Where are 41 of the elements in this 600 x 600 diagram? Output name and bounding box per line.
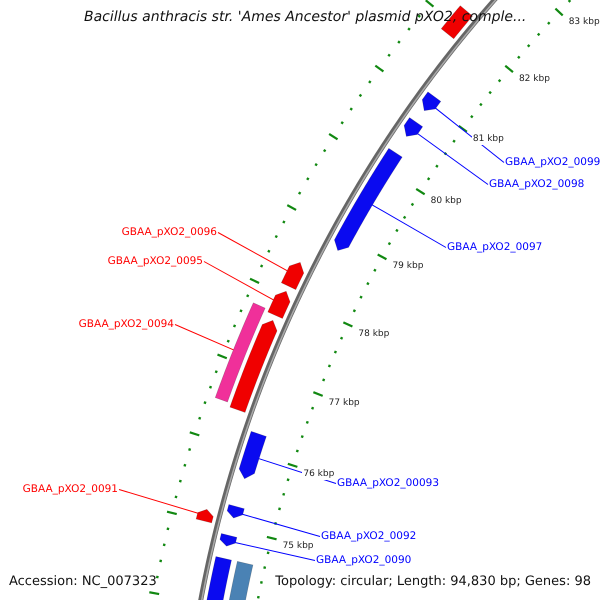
leader-line [118,489,198,514]
tick-label: 83 kbp [568,17,600,28]
gene-feature [196,508,214,524]
gene-label: GBAA_pXO2_0095 [108,255,203,268]
leader-line [372,204,446,248]
tick-label: 81 kbp [472,134,505,145]
leader-line [242,514,320,537]
gene-feature [267,290,290,319]
leader-line [435,108,504,163]
gene-label: GBAA_pXO2_0091 [22,483,118,496]
gene-feature [238,430,267,480]
tick-label: 77 kbp [328,398,361,409]
gene-feature [230,320,278,413]
gene-label: GBAA_pXO2_0099 [505,156,600,169]
gene-feature [334,148,403,251]
gene-feature [422,92,442,111]
leader-line [218,232,288,272]
gene-feature [404,117,424,137]
gene-label: GBAA_pXO2_00093 [337,477,440,490]
leader-line [174,324,234,350]
gene-label: GBAA_pXO2_0096 [122,226,217,239]
gene-label: GBAA_pXO2_0094 [78,318,174,331]
gene-feature [226,504,245,518]
footer-text: Topology: circular; Length: 94,830 bp; Genes: 98 [275,574,591,590]
tick-label: 80 kbp [430,196,463,208]
tick-label: 78 kbp [357,328,390,340]
tick-label: 76 kbp [302,468,336,480]
tick-label: 82 kbp [518,74,551,86]
gene-feature [214,302,266,402]
gene-feature [280,262,304,290]
tick-label: 75 kbp [282,541,315,552]
leader-line [235,542,316,561]
gene-label: GBAA_pXO2_0097 [447,241,542,254]
tick-label: 79 kbp [391,261,424,272]
gene-label: GBAA_pXO2_0098 [489,178,584,191]
footer-text: Accession: NC_007323 [9,574,157,590]
gene-feature [220,533,238,546]
leader-line [204,261,274,300]
leader-line [417,133,488,185]
gene-label: GBAA_pXO2_0092 [321,530,416,543]
gene-label: GBAA_pXO2_0090 [316,554,412,567]
